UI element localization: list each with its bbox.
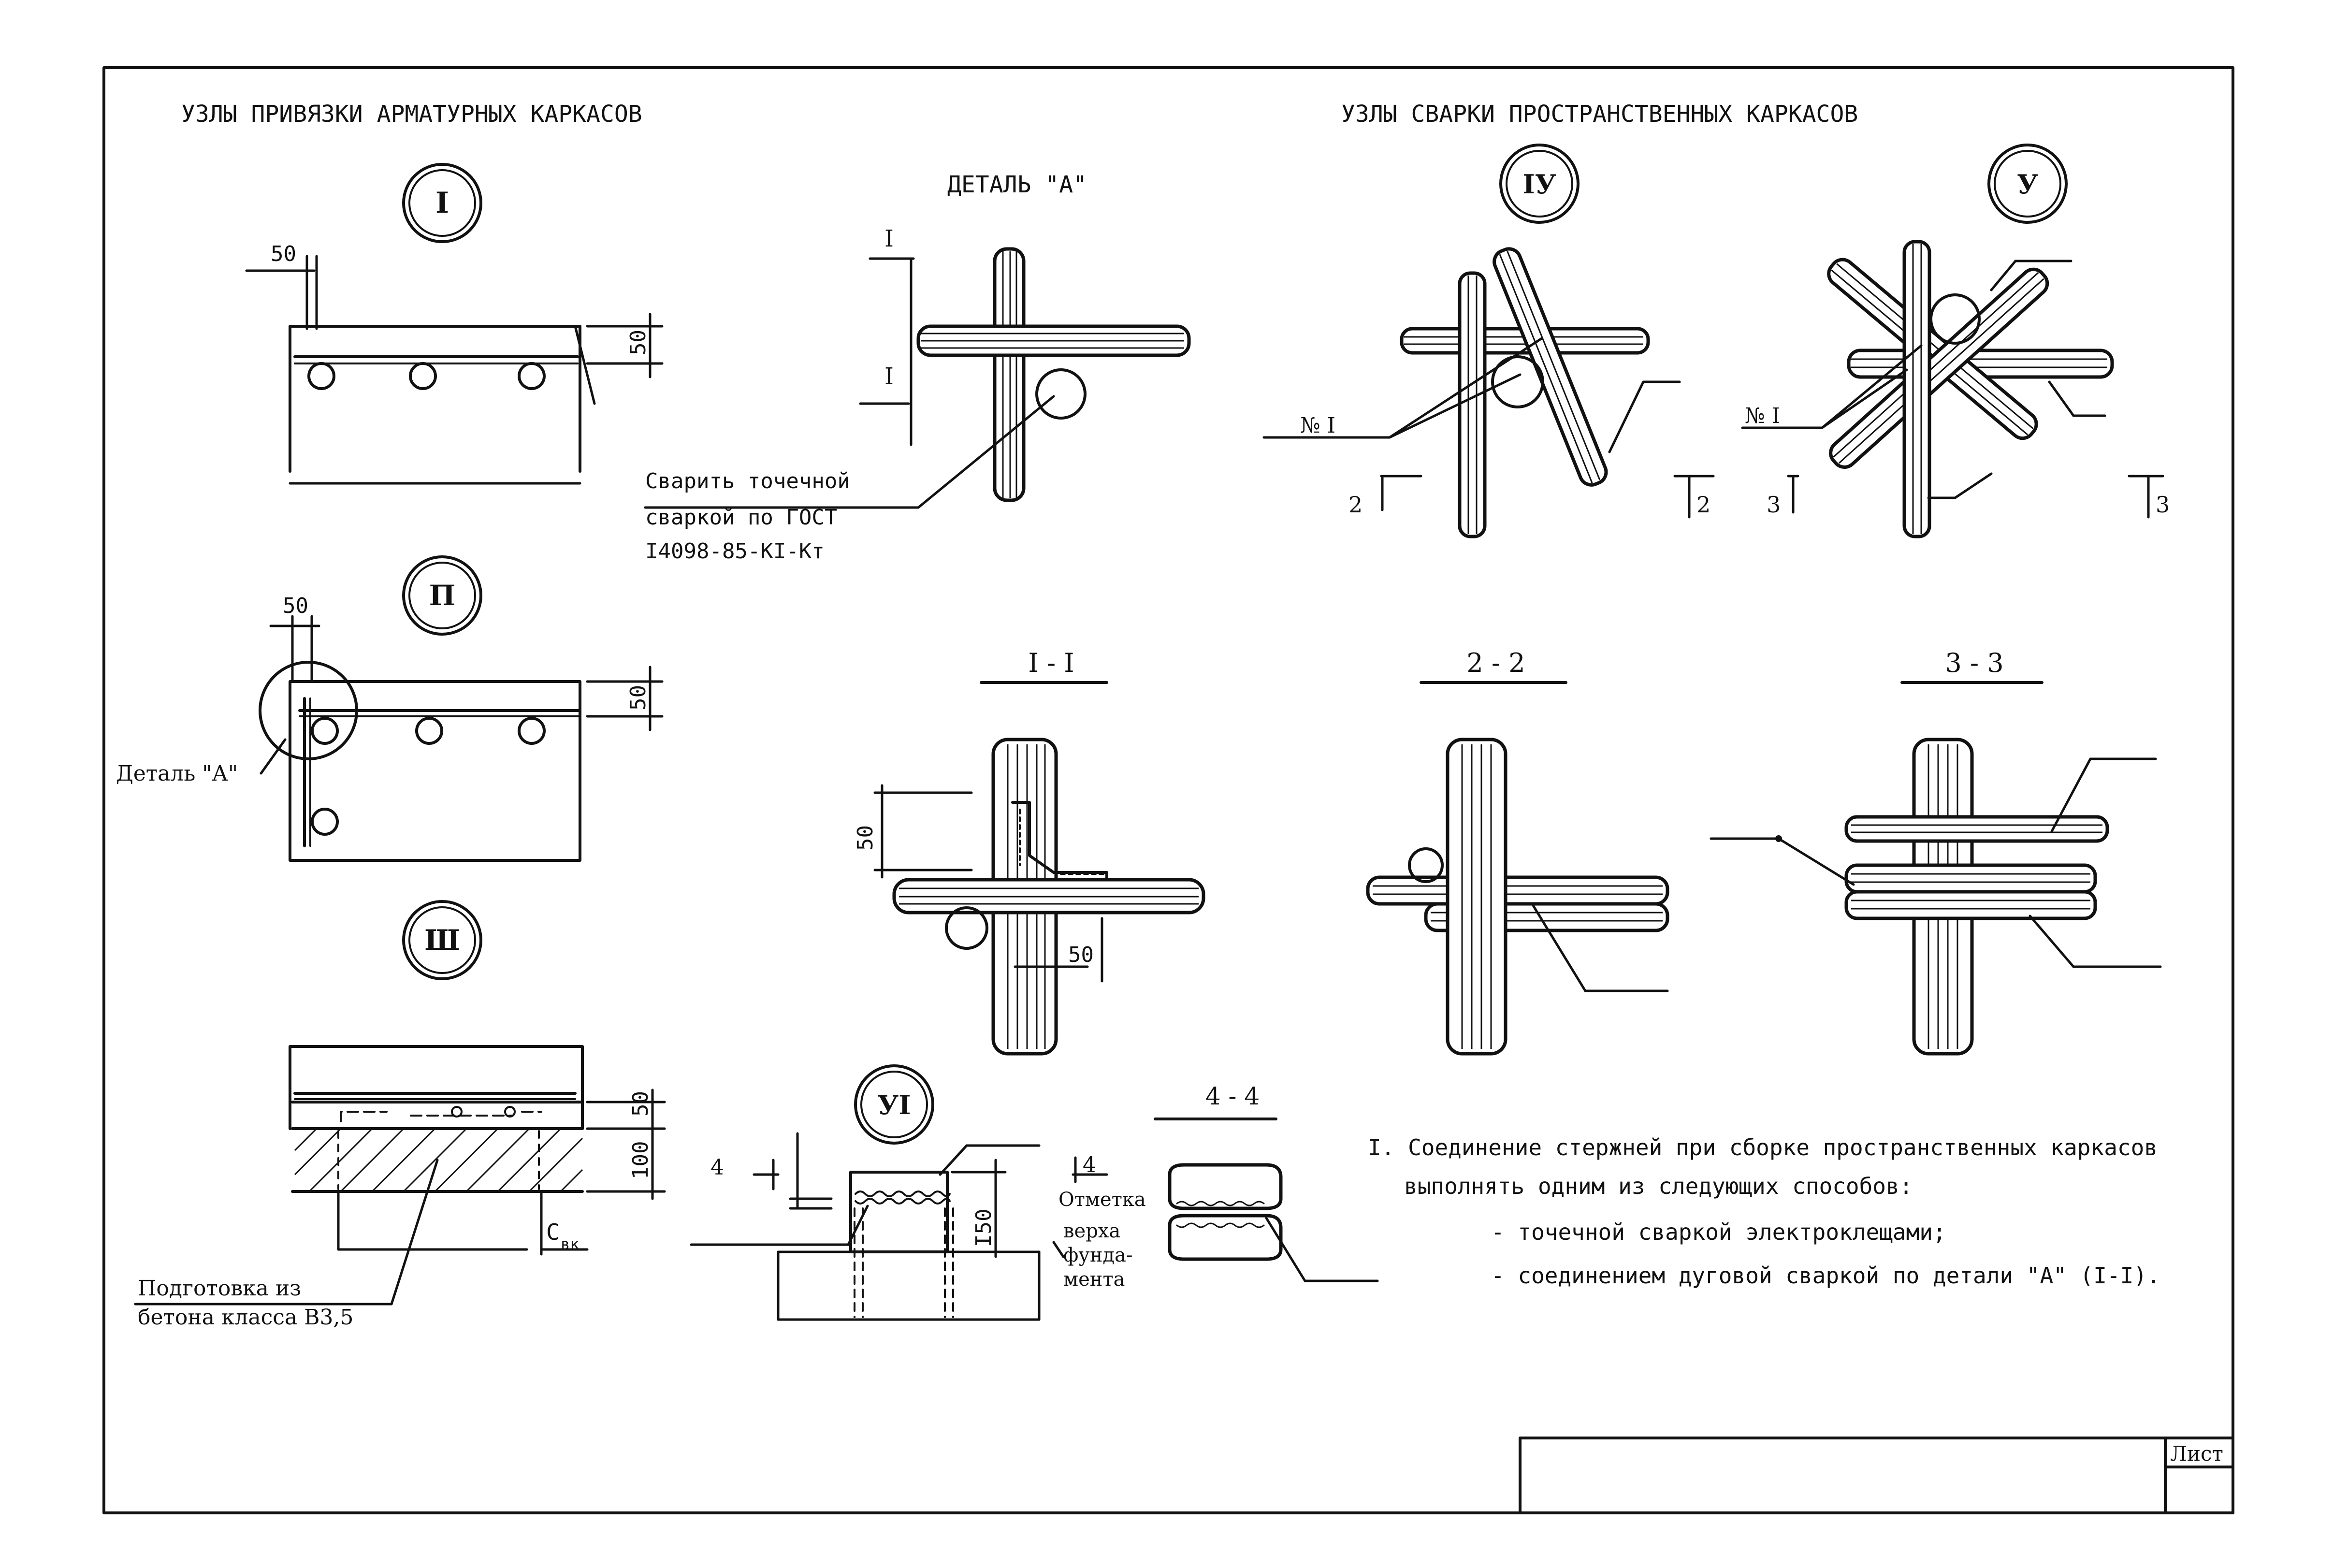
section-3-3-title: 3 - 3	[1945, 648, 2003, 678]
node-2-marker	[402, 555, 482, 636]
elevation-label-4: мента	[1063, 1268, 1125, 1291]
node-3-marker	[402, 900, 482, 980]
node-3-dim-100: 100	[628, 1141, 653, 1179]
sheet-frame	[102, 66, 2234, 1514]
node-6-marker	[854, 1064, 934, 1145]
node-5-section-mark-left: 3	[1767, 492, 1781, 518]
weld-note-2: сваркой по ГОСТ	[645, 505, 837, 530]
section-4-4-drawing	[1168, 1163, 1379, 1282]
detail-a-section-mark-top: I	[884, 225, 894, 252]
node-6-dim-150: I50	[971, 1209, 996, 1247]
note-line-2: выполнять одним из следующих способов:	[1404, 1173, 1913, 1199]
node-4-section-mark-left: 2	[1348, 492, 1362, 518]
node-4-label: IУ	[1522, 169, 1556, 200]
node-3-dim-50: 50	[628, 1091, 653, 1117]
node-6-drawing	[690, 1132, 1108, 1321]
node-5-drawing	[1741, 240, 2164, 538]
preparation-label-1: Подготовка из	[138, 1276, 301, 1301]
elevation-label-3: фунда-	[1063, 1244, 1133, 1266]
node-1-marker	[402, 163, 482, 243]
node-2-dim-50-h: 50	[283, 594, 308, 618]
detail-a-drawing	[644, 247, 1191, 509]
section-1-1-drawing	[873, 738, 1205, 1056]
section-3-3-drawing	[1710, 738, 2162, 1056]
node-5-marker	[1987, 144, 2068, 224]
detail-a-title: ДЕТАЛЬ "А"	[947, 171, 1087, 198]
section-4-4-title: 4 - 4	[1205, 1082, 1260, 1110]
section-2-2-title: 2 - 2	[1466, 648, 1525, 678]
node-6-section-mark-right: 4	[1083, 1153, 1096, 1177]
node-1-drawing	[245, 255, 664, 485]
node-3-dim-cvk-sub: вк	[561, 1235, 580, 1253]
node-5-label: У	[2017, 169, 2038, 200]
node-1-dim-50-h: 50	[271, 242, 296, 266]
node-6-label: УI	[877, 1089, 911, 1120]
weld-note-1: Сварить точечной	[645, 469, 850, 494]
node-4-drawing	[1262, 247, 1715, 538]
node-5-section-mark-right: 3	[2156, 492, 2170, 518]
node-6-section-mark-left: 4	[710, 1155, 724, 1180]
heading-right: УЗЛЫ СВАРКИ ПРОСТРАНСТВЕННЫХ КАРКАСОВ	[1341, 101, 1858, 128]
note-line-3: - точечной сваркой электроклещами;	[1491, 1219, 1946, 1245]
preparation-label-2: бетона класса В3,5	[138, 1305, 353, 1330]
node-4-section-mark-right: 2	[1696, 492, 1710, 518]
node-3-drawing	[134, 1045, 666, 1306]
node-1-dim-50-v: 50	[626, 330, 651, 355]
node-2-dim-50-v: 50	[626, 685, 651, 711]
detail-a-section-mark-bottom: I	[884, 363, 894, 390]
note-line-1: I. Соединение стержней при сборке простр…	[1368, 1134, 2158, 1161]
node-2-label: П	[429, 579, 456, 612]
section-1-1-title: I - I	[1028, 648, 1074, 678]
section-2-2-drawing	[1366, 738, 1669, 1056]
node-2-drawing	[259, 615, 664, 862]
node-3-label: Ш	[424, 924, 460, 957]
node-4-marker	[1499, 144, 1580, 224]
detail-a-callout-label: Деталь "А"	[116, 761, 238, 786]
node-5-ref-label: № I	[1745, 404, 1780, 428]
elevation-label-2: верха	[1063, 1220, 1120, 1242]
node-3-dim-cvk: C	[546, 1219, 560, 1245]
heading-left: УЗЛЫ ПРИВЯЗКИ АРМАТУРНЫХ КАРКАСОВ	[181, 101, 642, 128]
node-1-label: I	[435, 186, 449, 220]
section-1-1-dim-50-h: 50	[1068, 943, 1094, 967]
section-1-1-dim-50-v: 50	[853, 825, 878, 851]
sheet-label: Лист	[2170, 1442, 2223, 1466]
note-line-4: - соединением дуговой сваркой по детали …	[1491, 1263, 2160, 1289]
node-4-ref-label: № I	[1300, 413, 1335, 438]
elevation-label-1: Отметка	[1058, 1189, 1146, 1211]
weld-note-3: I4098-85-KI-Кт	[645, 539, 825, 564]
